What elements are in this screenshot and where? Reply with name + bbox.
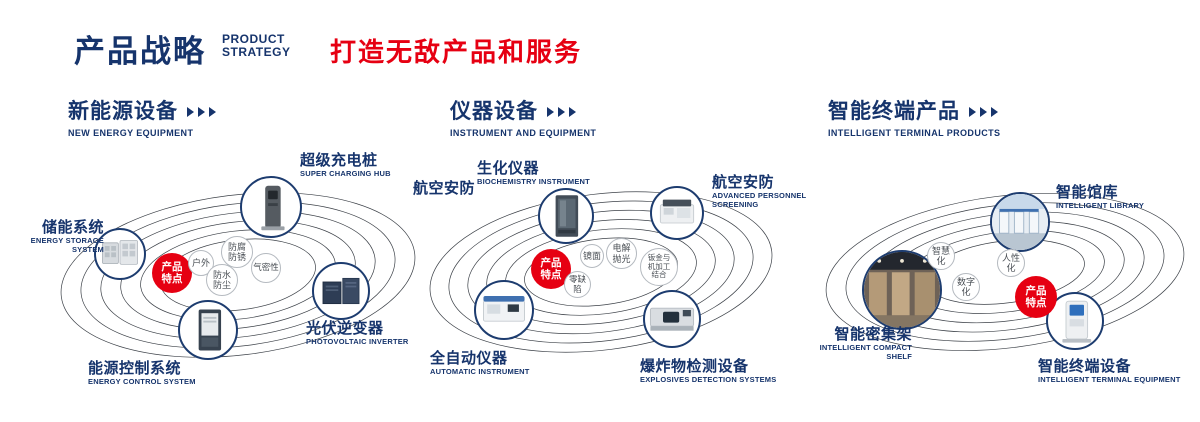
feature-bubble: 零缺陷 [564,271,591,298]
section-header-instrument: 仪器设备 INSTRUMENT AND EQUIPMENT [450,95,596,138]
node-explosives-detection [643,290,701,348]
triple-arrow-icon [187,106,216,117]
triple-arrow-icon [969,106,998,117]
feature-bubble: 气密性 [251,253,281,283]
section-subtitle-instrument: INSTRUMENT AND EQUIPMENT [450,128,597,138]
feature-badge-label: 产品特点 [1025,284,1047,309]
energy-storage-image [102,240,138,265]
orbit-rings-new-energy [60,192,416,358]
label-intelligent-compact-shelf: 智能密集架 INTELLIGENT COMPACT SHELF [819,326,912,361]
section-title-instrument: 仪器设备 [450,100,538,123]
node-energy-control-system [178,300,238,360]
label-super-charging: 超级充电桩 SUPER CHARGING HUB [300,152,391,179]
node-super-charging-hub [240,176,302,238]
feature-bubble: 数字化 [952,273,980,301]
control-cabinet-image [198,309,222,351]
feature-bubble: 智慧化 [927,242,955,270]
feature-badge-new-energy: 产品特点 [152,253,192,293]
node-intelligent-terminal-equipment [1046,292,1104,350]
node-intelligent-compact-shelf [862,250,942,330]
node-biochemistry-instrument [538,188,594,244]
section-header-new-energy: 新能源设备 NEW ENERGY EQUIPMENT [68,95,221,138]
section-subtitle-terminal: INTELLIGENT TERMINAL PRODUCTS [828,128,1001,138]
inverter-image [322,277,360,305]
label-energy-control: 能源控制系统 ENERGY CONTROL SYSTEM [88,360,196,387]
section-title-new-energy: 新能源设备 [68,100,178,123]
section-title-terminal: 智能终端产品 [828,100,960,123]
feature-bubble: 人性化 [997,249,1025,277]
page-title-en-line1: PRODUCT [222,32,285,46]
label-explosives-detection: 爆炸物检测设备 EXPLOSIVES DETECTION SYSTEMS [640,358,777,385]
label-energy-storage: 储能系统 ENERGY STORAGE SYSTEM [30,219,104,254]
feature-bubble: 防腐防锈 [221,236,253,268]
feature-badge-terminal: 产品特点 [1015,276,1057,318]
feature-bubble: 钣金与机加工结合 [640,248,678,286]
label-personnel-screening: 航空安防 ADVANCED PERSONNEL SCREENING [712,174,807,209]
label-intelligent-library: 智能馆库 INTELLIGENT LIBRARY [1056,184,1145,211]
node-photovoltaic-inverter [312,262,370,320]
automatic-instrument-image [483,296,525,322]
page-title-en: PRODUCT STRATEGY [222,33,290,58]
node-automatic-instrument [474,280,534,340]
page-title-en-line2: STRATEGY [222,44,291,59]
section-subtitle-new-energy: NEW ENERGY EQUIPMENT [68,128,194,138]
orbit-rings-instrument [429,191,773,353]
page-slogan: 打造无敌产品和服务 [330,37,583,67]
label-biochemistry: 生化仪器 BIOCHEMISTRY INSTRUMENT [477,160,590,187]
node-intelligent-library [990,192,1050,252]
node-personnel-screening [650,186,704,240]
node-energy-storage-system [94,228,146,280]
screening-machine-image [659,199,695,224]
explosives-scanner-image [649,307,695,331]
feature-bubble: 镜面 [580,244,604,268]
feature-badge-label: 产品特点 [161,260,183,285]
label-aviation-security-left: 航空安防 [413,180,476,197]
charging-pile-image [261,185,285,231]
feature-bubble: 防水防尘 [206,264,238,296]
label-automatic-instrument: 全自动仪器 AUTOMATIC INSTRUMENT [430,350,530,377]
label-intelligent-terminal-equipment: 智能终端设备 INTELLIGENT TERMINAL EQUIPMENT [1038,358,1181,385]
feature-badge-label: 产品特点 [540,256,562,281]
biochemistry-rack-image [555,195,579,237]
library-room-image [992,194,1048,250]
label-photovoltaic-inverter: 光伏逆变器 PHOTOVOLTAIC INVERTER [306,320,409,347]
section-header-terminal: 智能终端产品 INTELLIGENT TERMINAL PRODUCTS [828,95,1003,138]
kiosk-image [1062,300,1092,343]
page-title: 产品战略 [74,34,206,69]
triple-arrow-icon [547,106,576,117]
feature-bubble: 电解抛光 [606,238,637,269]
